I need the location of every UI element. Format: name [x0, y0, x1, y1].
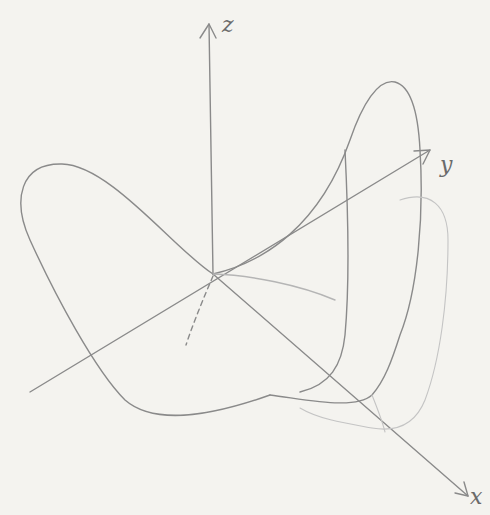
axis-label: x [470, 486, 482, 508]
z-axis [209, 24, 213, 274]
y-arrowhead [414, 150, 430, 164]
saddle-edge [21, 164, 270, 415]
faint-sketch-line [300, 197, 448, 429]
hidden-curve [186, 276, 213, 345]
saddle-edge [300, 150, 348, 392]
x-arrowhead [455, 482, 468, 496]
z-arrowhead [200, 24, 216, 38]
surface-curve [213, 274, 335, 300]
axis-label: y [440, 154, 452, 176]
y-axis [30, 150, 430, 392]
saddle-edge [213, 82, 421, 403]
faint-sketch-line [372, 395, 385, 432]
axis-label: z [222, 14, 234, 36]
